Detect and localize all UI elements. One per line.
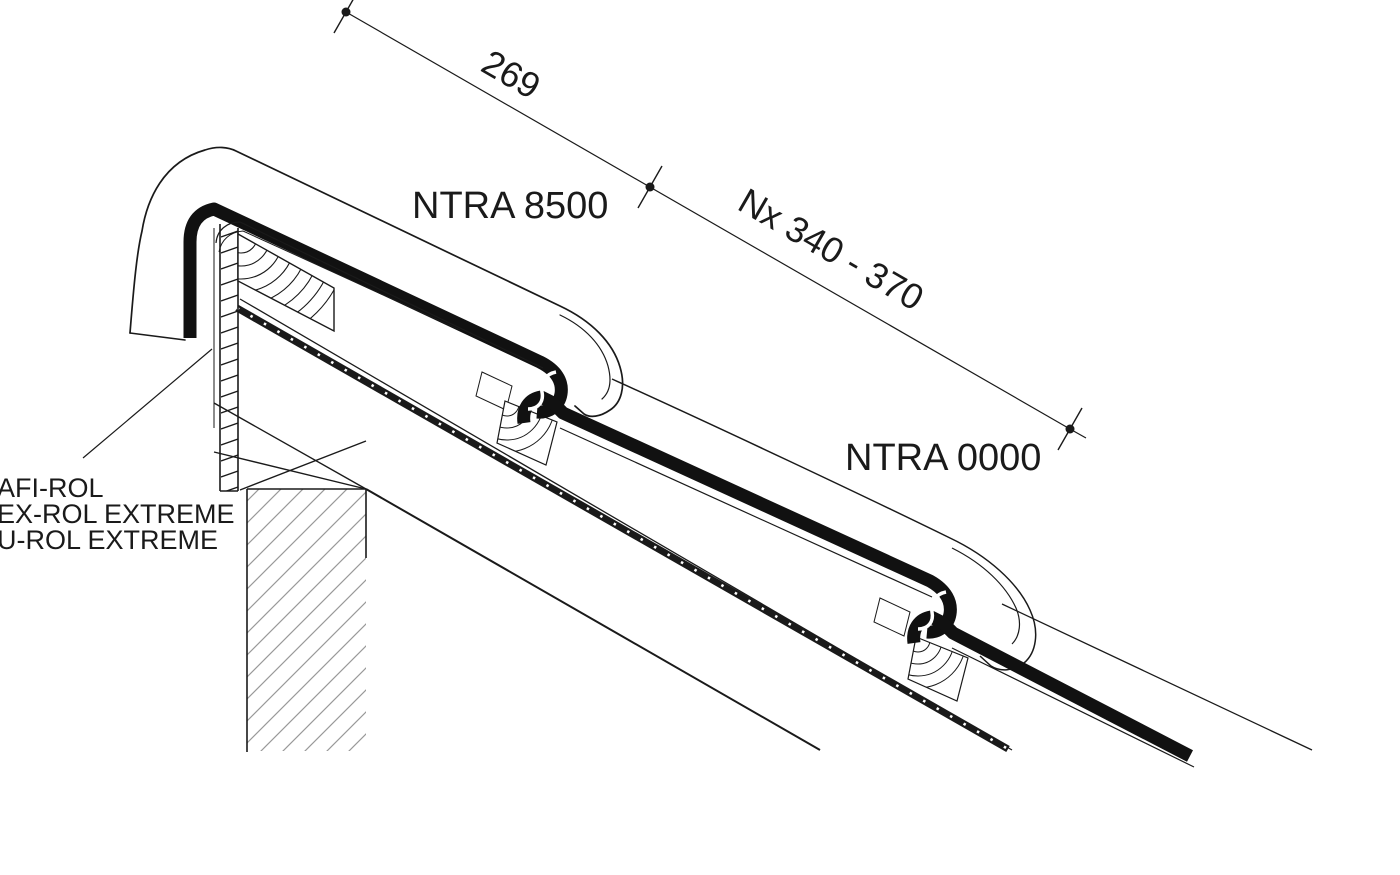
wind-brace-lines — [213, 402, 821, 751]
tile-label-ntra-0000: NTRA 0000 — [845, 437, 1041, 479]
dimension-line — [345, 11, 1071, 430]
lower-tile-top-edge — [611, 378, 1037, 671]
upper-tile-outline — [129, 146, 624, 418]
underlay-membrane — [235, 304, 1010, 753]
roll-label-line1: AFI-ROL — [0, 473, 104, 503]
next-tile-top-edge — [1001, 603, 1313, 751]
tile-underside-lines — [215, 221, 1195, 768]
batten-rung-hatch — [221, 225, 238, 491]
dimension-point — [645, 182, 655, 192]
roll-label-line2: EX-ROL EXTREME — [0, 499, 235, 529]
roof-deck-lines — [235, 298, 1313, 753]
dimension-label-range: Nx 340 - 370 — [732, 180, 931, 319]
upper-tile-bottom-edge — [129, 332, 186, 341]
clip2-batten-outline — [907, 636, 969, 702]
brace-line — [213, 402, 367, 490]
dimension-point — [1065, 424, 1075, 434]
underside-line — [951, 647, 1195, 768]
upper-tile-outer-edge — [129, 146, 624, 418]
roll-product-labels: AFI-ROL EX-ROL EXTREME U-ROL EXTREME — [0, 473, 235, 555]
clip2-interlock-gap — [917, 590, 947, 631]
dimension-points — [341, 7, 1075, 434]
lower-tile-outline — [611, 378, 1037, 671]
deck-board-edge — [365, 488, 821, 751]
underside-line — [559, 427, 933, 598]
verge-battens — [213, 224, 239, 492]
lower-tile-band — [907, 610, 1193, 762]
leader-line — [82, 348, 213, 459]
rafter-hatch — [247, 489, 366, 751]
clip1-interlock-gap — [527, 370, 557, 411]
rafter-section — [246, 488, 367, 752]
lower-tile-end-inner-line — [951, 547, 1021, 645]
underside-line — [218, 230, 461, 331]
tile-head-outline-lower-clip — [873, 597, 911, 637]
brace-line — [239, 440, 367, 491]
tile-label-ntra-8500: NTRA 8500 — [412, 185, 608, 227]
rafter-outline — [246, 488, 367, 752]
dimension-label-269: 269 — [475, 41, 548, 107]
upper-tile-end-inner-line — [559, 314, 611, 400]
roll-label-line3: U-ROL EXTREME — [0, 525, 218, 555]
underside-line — [215, 221, 544, 369]
dimension-point — [341, 7, 351, 17]
